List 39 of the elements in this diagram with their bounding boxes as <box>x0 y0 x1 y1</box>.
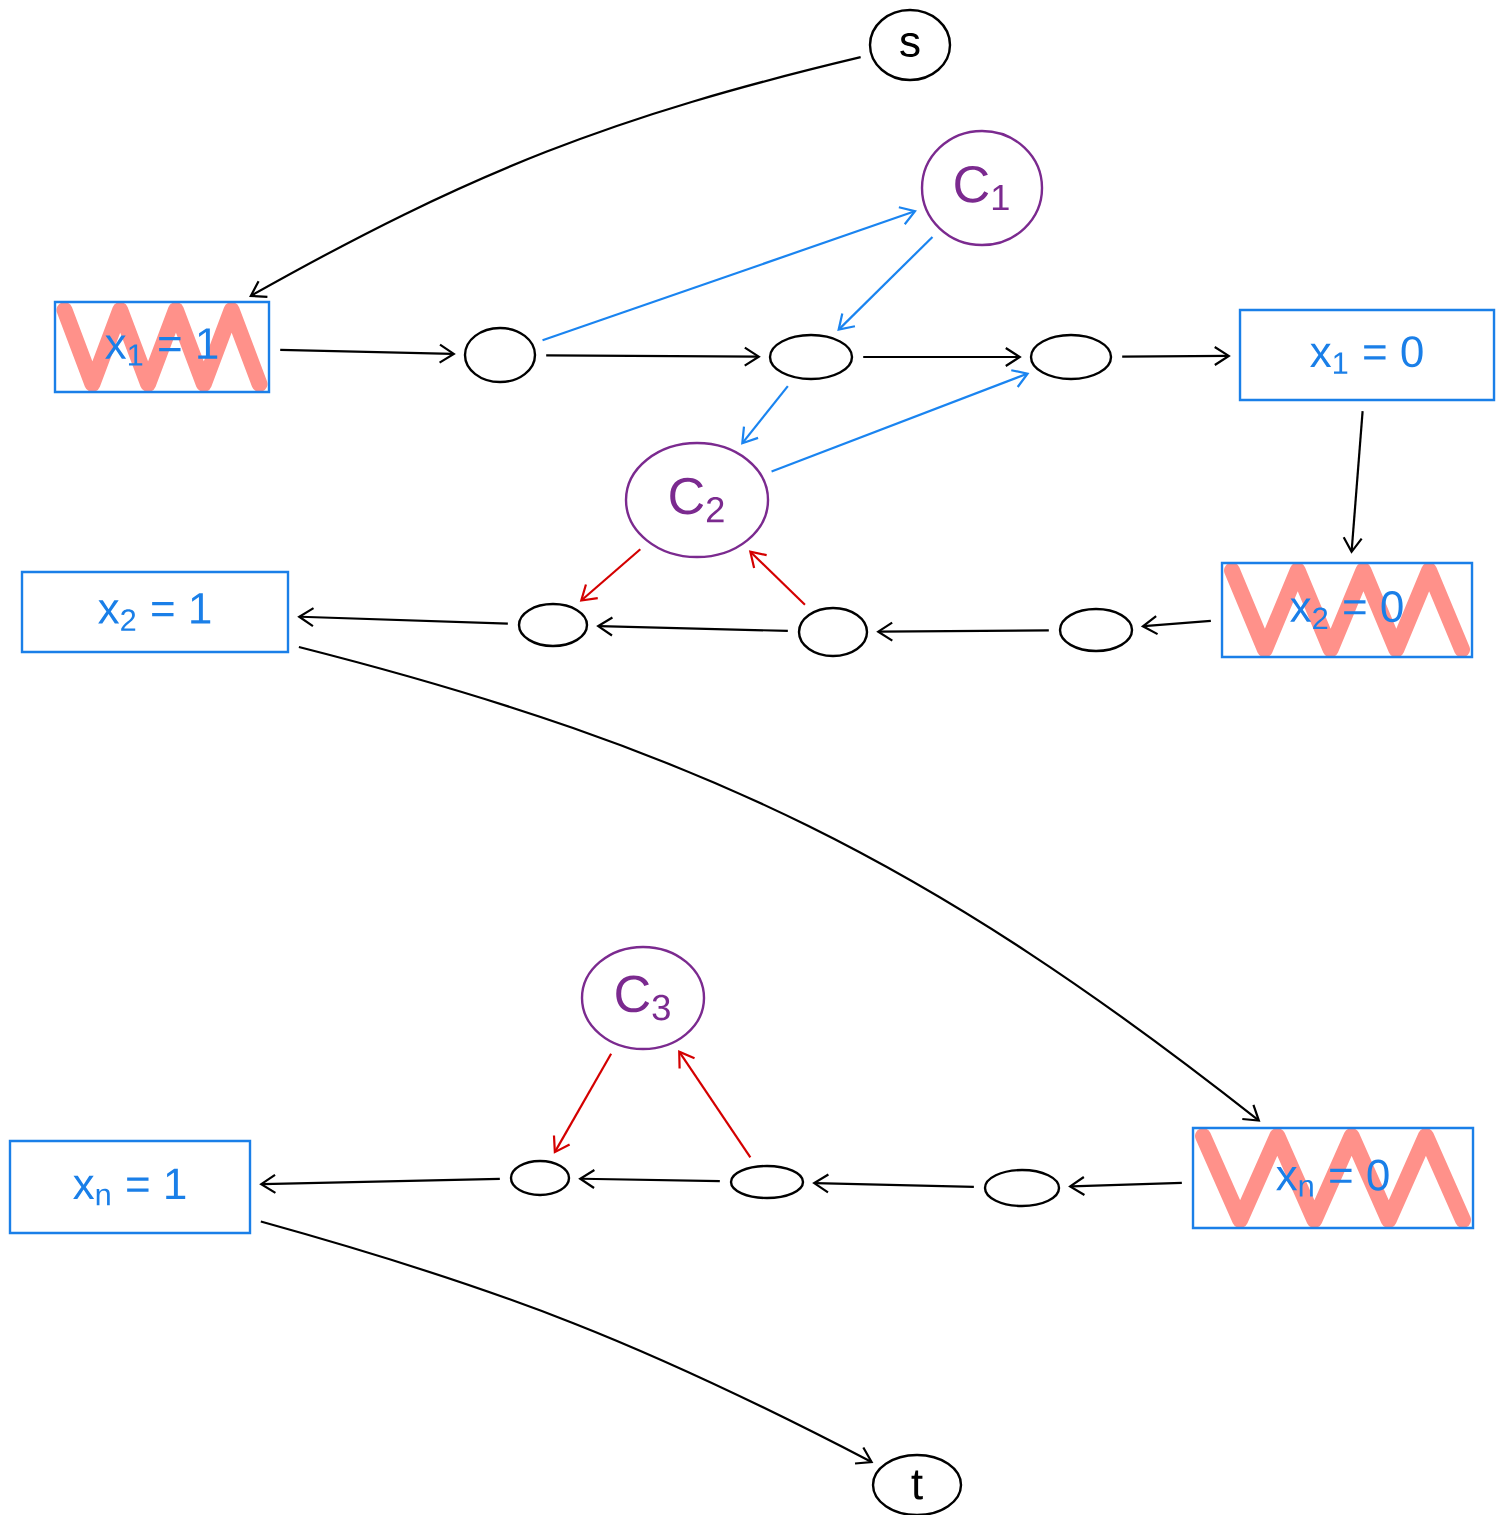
value-box: x$_{1}$ = 1 <box>53 300 271 394</box>
arrow <box>280 343 456 364</box>
arrow <box>578 1169 720 1189</box>
vertex-circle <box>768 333 854 381</box>
arrow <box>542 206 917 342</box>
arrow <box>837 236 934 332</box>
arrow <box>771 369 1030 473</box>
vertex-circle <box>797 606 869 658</box>
arrow <box>876 621 1049 642</box>
arrow <box>863 347 1022 367</box>
value-box: x$_{2}$ = 1 <box>20 570 290 654</box>
arrow <box>260 1220 874 1465</box>
vertex-circle <box>729 1164 805 1200</box>
arrow <box>259 1173 500 1194</box>
arrow <box>579 548 642 602</box>
arrow <box>1068 1176 1182 1196</box>
value-box: x$_{2}$ = 0 <box>1220 561 1474 659</box>
value-box: x$_{1}$ = 0 <box>1238 308 1496 402</box>
arrow <box>741 385 789 445</box>
arrow <box>297 607 508 628</box>
vertex-circle <box>1058 607 1134 653</box>
arrow <box>748 550 806 606</box>
arrow <box>812 1173 974 1194</box>
value-box: x$_{n}$ = 0 <box>1191 1126 1475 1230</box>
value-box: x$_{n}$ = 1 <box>8 1139 252 1235</box>
arrow <box>552 1053 613 1154</box>
vertex-circle <box>1029 333 1113 381</box>
arrow <box>546 346 761 367</box>
arrow <box>249 56 861 298</box>
vertex-circle <box>463 326 537 384</box>
vertex-circle <box>509 1159 571 1197</box>
arrow <box>298 645 1261 1122</box>
arrow <box>1140 615 1211 636</box>
vertex-circle <box>517 602 589 648</box>
arrow <box>678 1050 752 1158</box>
arrow <box>1122 346 1231 366</box>
arrow <box>596 616 788 637</box>
arrow <box>1342 411 1364 554</box>
vertex-circle <box>983 1168 1061 1208</box>
